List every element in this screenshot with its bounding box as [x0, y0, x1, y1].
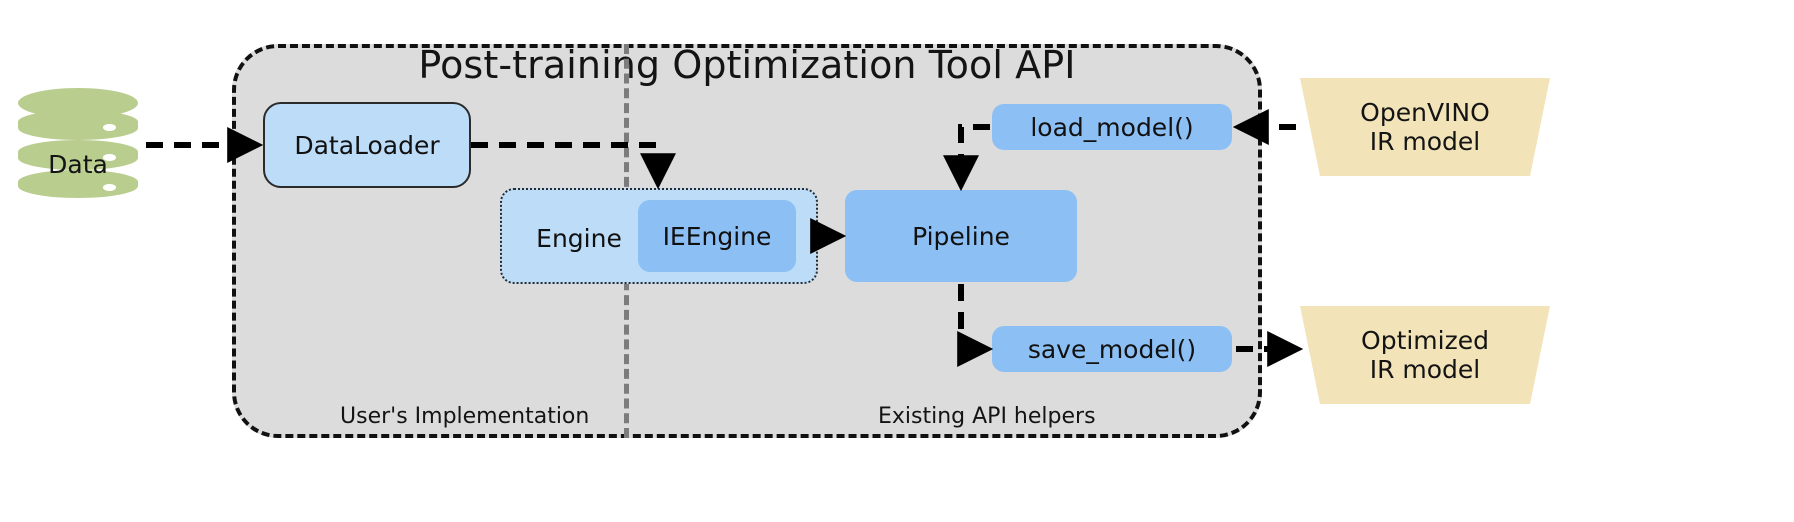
cylinder-led-1 [103, 124, 116, 131]
openvino-ir-line2: IR model [1369, 127, 1481, 156]
save-model-label: save_model() [1027, 334, 1197, 364]
cylinder-led-3 [103, 184, 116, 191]
node-save-model[interactable]: save_model() [992, 326, 1232, 372]
cylinder-top [18, 88, 138, 118]
ieengine-label: IEEngine [662, 221, 772, 251]
zone-label-existing-api-helpers: Existing API helpers [878, 404, 1096, 429]
load-model-label: load_model() [1030, 112, 1194, 142]
node-optimized-ir-model[interactable]: Optimized IR model [1300, 306, 1550, 404]
node-dataloader[interactable]: DataLoader [263, 102, 471, 188]
node-openvino-ir-model[interactable]: OpenVINO IR model [1300, 78, 1550, 176]
engine-label: Engine [536, 223, 622, 253]
node-load-model[interactable]: load_model() [992, 104, 1232, 150]
optimized-ir-line2: IR model [1369, 355, 1481, 384]
cylinder-segment-mid [18, 140, 138, 170]
dataloader-label: DataLoader [294, 130, 440, 160]
cylinder-led-2 [103, 154, 116, 161]
optimized-ir-line1: Optimized [1361, 325, 1489, 355]
zone-label-user-implementation: User's Implementation [340, 404, 590, 429]
data-node-label: Data [48, 150, 108, 179]
node-pipeline[interactable]: Pipeline [845, 190, 1077, 282]
node-ieengine[interactable]: IEEngine [638, 200, 796, 272]
pipeline-label: Pipeline [912, 221, 1010, 251]
data-cylinder: Data [18, 88, 138, 198]
cylinder-segment-bottom [18, 170, 138, 198]
page-title: Post-training Optimization Tool API [418, 43, 1076, 87]
openvino-ir-line1: OpenVINO [1360, 97, 1490, 127]
